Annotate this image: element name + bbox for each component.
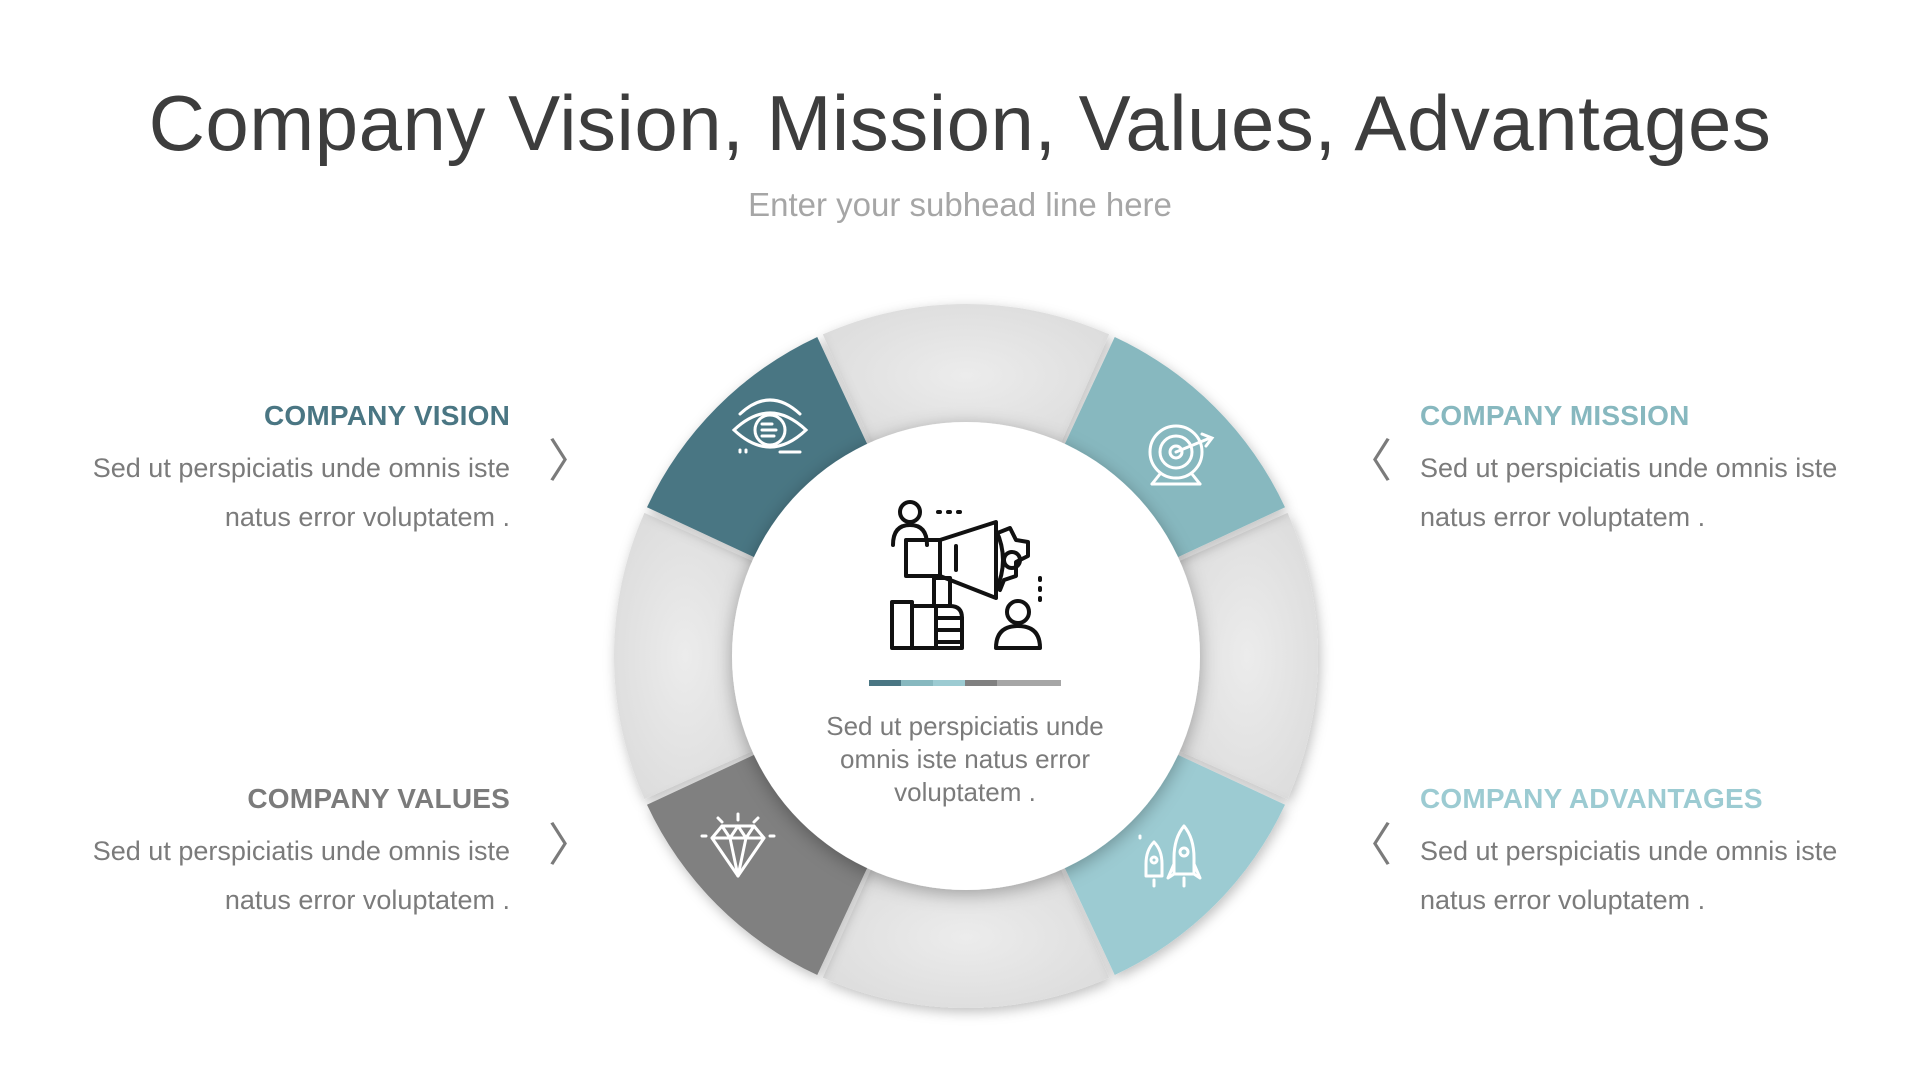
segment-top bbox=[822, 304, 1110, 446]
mission-heading: COMPANY MISSION bbox=[1420, 400, 1690, 431]
page-title: Company Vision, Mission, Values, Advanta… bbox=[148, 79, 1772, 167]
page-subtitle: Enter your subhead line here bbox=[748, 186, 1172, 223]
chevron-left-icon: 〈 bbox=[1346, 818, 1392, 872]
values-body: Sed ut perspiciatis unde omnis iste natu… bbox=[92, 836, 510, 915]
rockets-icon bbox=[1138, 824, 1202, 888]
advantages-body: Sed ut perspiciatis unde omnis iste natu… bbox=[1420, 836, 1838, 915]
advantages-block: COMPANY ADVANTAGES Sed ut perspiciatis u… bbox=[1420, 783, 1890, 925]
eye-icon bbox=[731, 398, 809, 454]
diamond-icon bbox=[700, 812, 776, 878]
segment-values bbox=[646, 753, 869, 976]
megaphone-hand-icon bbox=[890, 500, 1042, 650]
segment-bottom bbox=[822, 866, 1110, 1008]
target-icon bbox=[1148, 424, 1215, 486]
chevron-right-icon: 〉 bbox=[548, 434, 594, 488]
center-text: Sed ut perspiciatis unde omnis iste natu… bbox=[826, 711, 1104, 807]
advantages-heading: COMPANY ADVANTAGES bbox=[1420, 783, 1763, 814]
color-bar bbox=[869, 680, 1061, 686]
values-block: COMPANY VALUES Sed ut perspiciatis unde … bbox=[40, 783, 510, 925]
vision-heading: COMPANY VISION bbox=[263, 400, 510, 431]
segment-right bbox=[1176, 512, 1318, 800]
chevron-right-icon: 〉 bbox=[548, 818, 594, 872]
mission-block: COMPANY MISSION Sed ut perspiciatis unde… bbox=[1420, 400, 1890, 542]
chevron-left-icon: 〈 bbox=[1346, 434, 1392, 488]
center-circle bbox=[732, 422, 1200, 890]
segment-vision bbox=[646, 336, 869, 559]
segment-left bbox=[613, 512, 756, 800]
mission-body: Sed ut perspiciatis unde omnis iste natu… bbox=[1420, 453, 1838, 532]
values-heading: COMPANY VALUES bbox=[247, 783, 510, 814]
vision-block: COMPANY VISION Sed ut perspiciatis unde … bbox=[40, 400, 510, 542]
vision-body: Sed ut perspiciatis unde omnis iste natu… bbox=[92, 453, 510, 532]
